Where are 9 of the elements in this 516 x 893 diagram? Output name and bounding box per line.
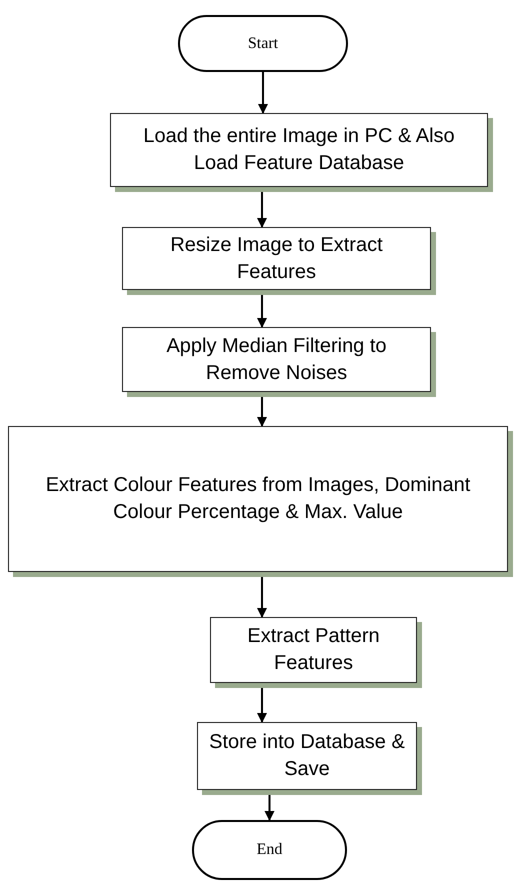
arrow xyxy=(258,72,268,114)
step-text: Store into Database & Save xyxy=(208,730,406,782)
step-text: Extract Colour Features from Images, Dominant Colour Percentage & Max. Value xyxy=(44,473,472,525)
step-text: Extract Pattern Features xyxy=(246,624,381,676)
step-text: Load the entire Image in PC & Also Load Feature Database xyxy=(142,124,456,176)
step-text: Start xyxy=(248,34,278,52)
step-text: Apply Median Filtering to Remove Noises xyxy=(165,334,388,386)
step-text: End xyxy=(256,841,282,859)
step-text: Resize Image to Extract Features xyxy=(169,232,384,284)
